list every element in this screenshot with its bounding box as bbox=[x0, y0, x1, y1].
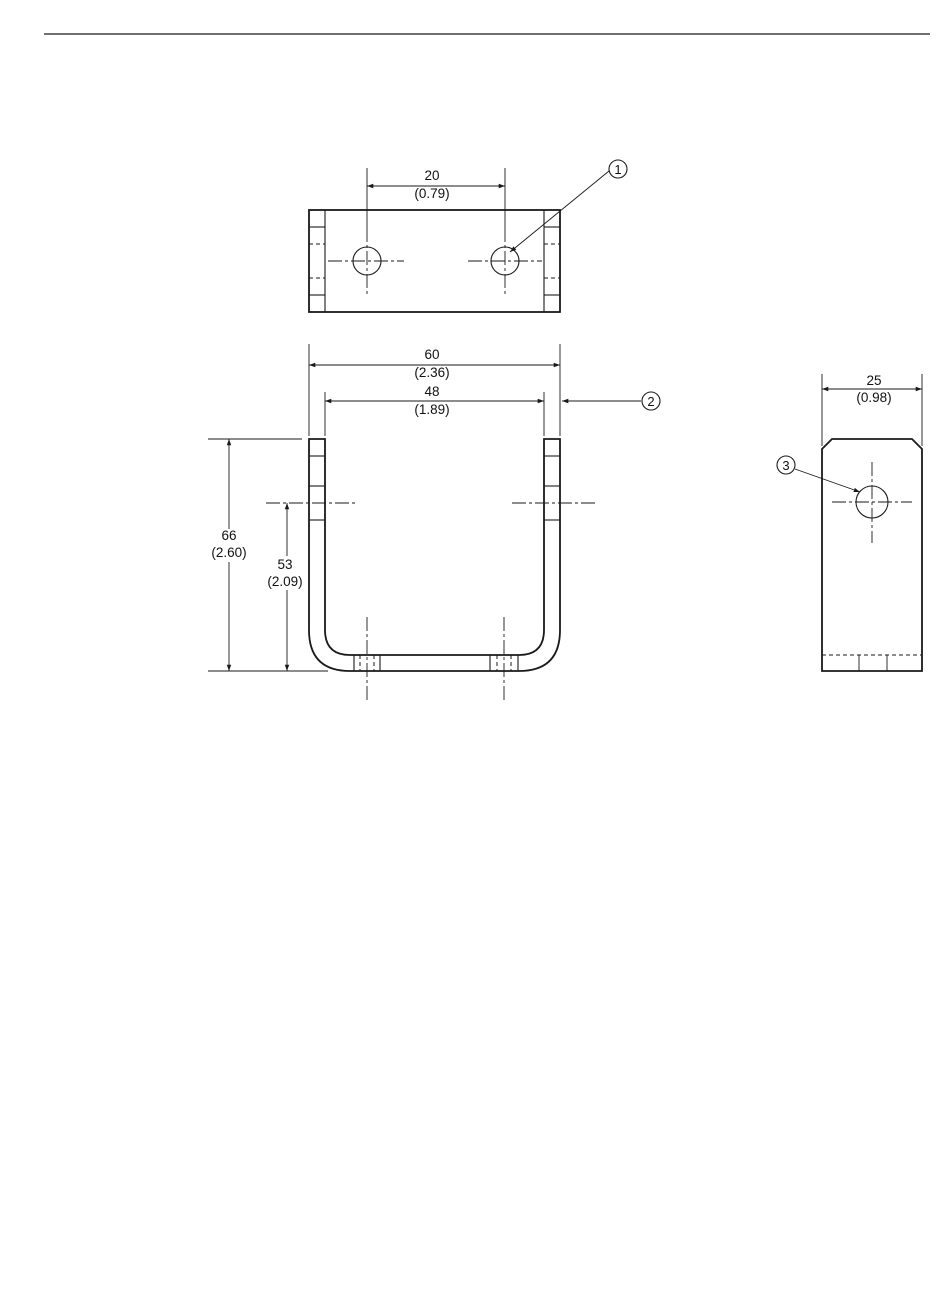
dim-hole-spacing-inch: (0.79) bbox=[414, 186, 449, 201]
front-view bbox=[208, 344, 596, 702]
dim-inner-width-mm: 48 bbox=[424, 384, 439, 399]
dim-hole-spacing-mm: 20 bbox=[424, 168, 439, 183]
callout-1-label: 1 bbox=[614, 162, 621, 177]
dim-side-width-mm: 25 bbox=[866, 373, 881, 388]
callout-2: 2 bbox=[562, 392, 660, 410]
callout-3-label: 3 bbox=[782, 458, 789, 473]
dim-inner-width-inch: (1.89) bbox=[414, 402, 449, 417]
callout-2-label: 2 bbox=[647, 394, 654, 409]
dim-overall-height-mm: 66 bbox=[221, 528, 236, 543]
callout-3: 3 bbox=[777, 456, 860, 492]
dim-overall-height: 66 (2.60) bbox=[211, 439, 246, 671]
dim-side-width: 25 (0.98) bbox=[822, 373, 922, 405]
side-view bbox=[822, 374, 922, 671]
dim-side-width-inch: (0.98) bbox=[856, 390, 891, 405]
dim-hole-height-inch: (2.09) bbox=[267, 574, 302, 589]
dim-outer-width-inch: (2.36) bbox=[414, 365, 449, 380]
dim-outer-width: 60 (2.36) bbox=[309, 347, 560, 380]
dim-hole-height: 53 (2.09) bbox=[267, 503, 302, 671]
dim-outer-width-mm: 60 bbox=[424, 347, 439, 362]
dim-hole-height-mm: 53 bbox=[277, 557, 292, 572]
dim-hole-spacing: 20 (0.79) bbox=[367, 168, 505, 201]
callout-1: 1 bbox=[510, 160, 627, 252]
dim-overall-height-inch: (2.60) bbox=[211, 545, 246, 560]
dim-inner-width: 48 (1.89) bbox=[325, 384, 544, 417]
